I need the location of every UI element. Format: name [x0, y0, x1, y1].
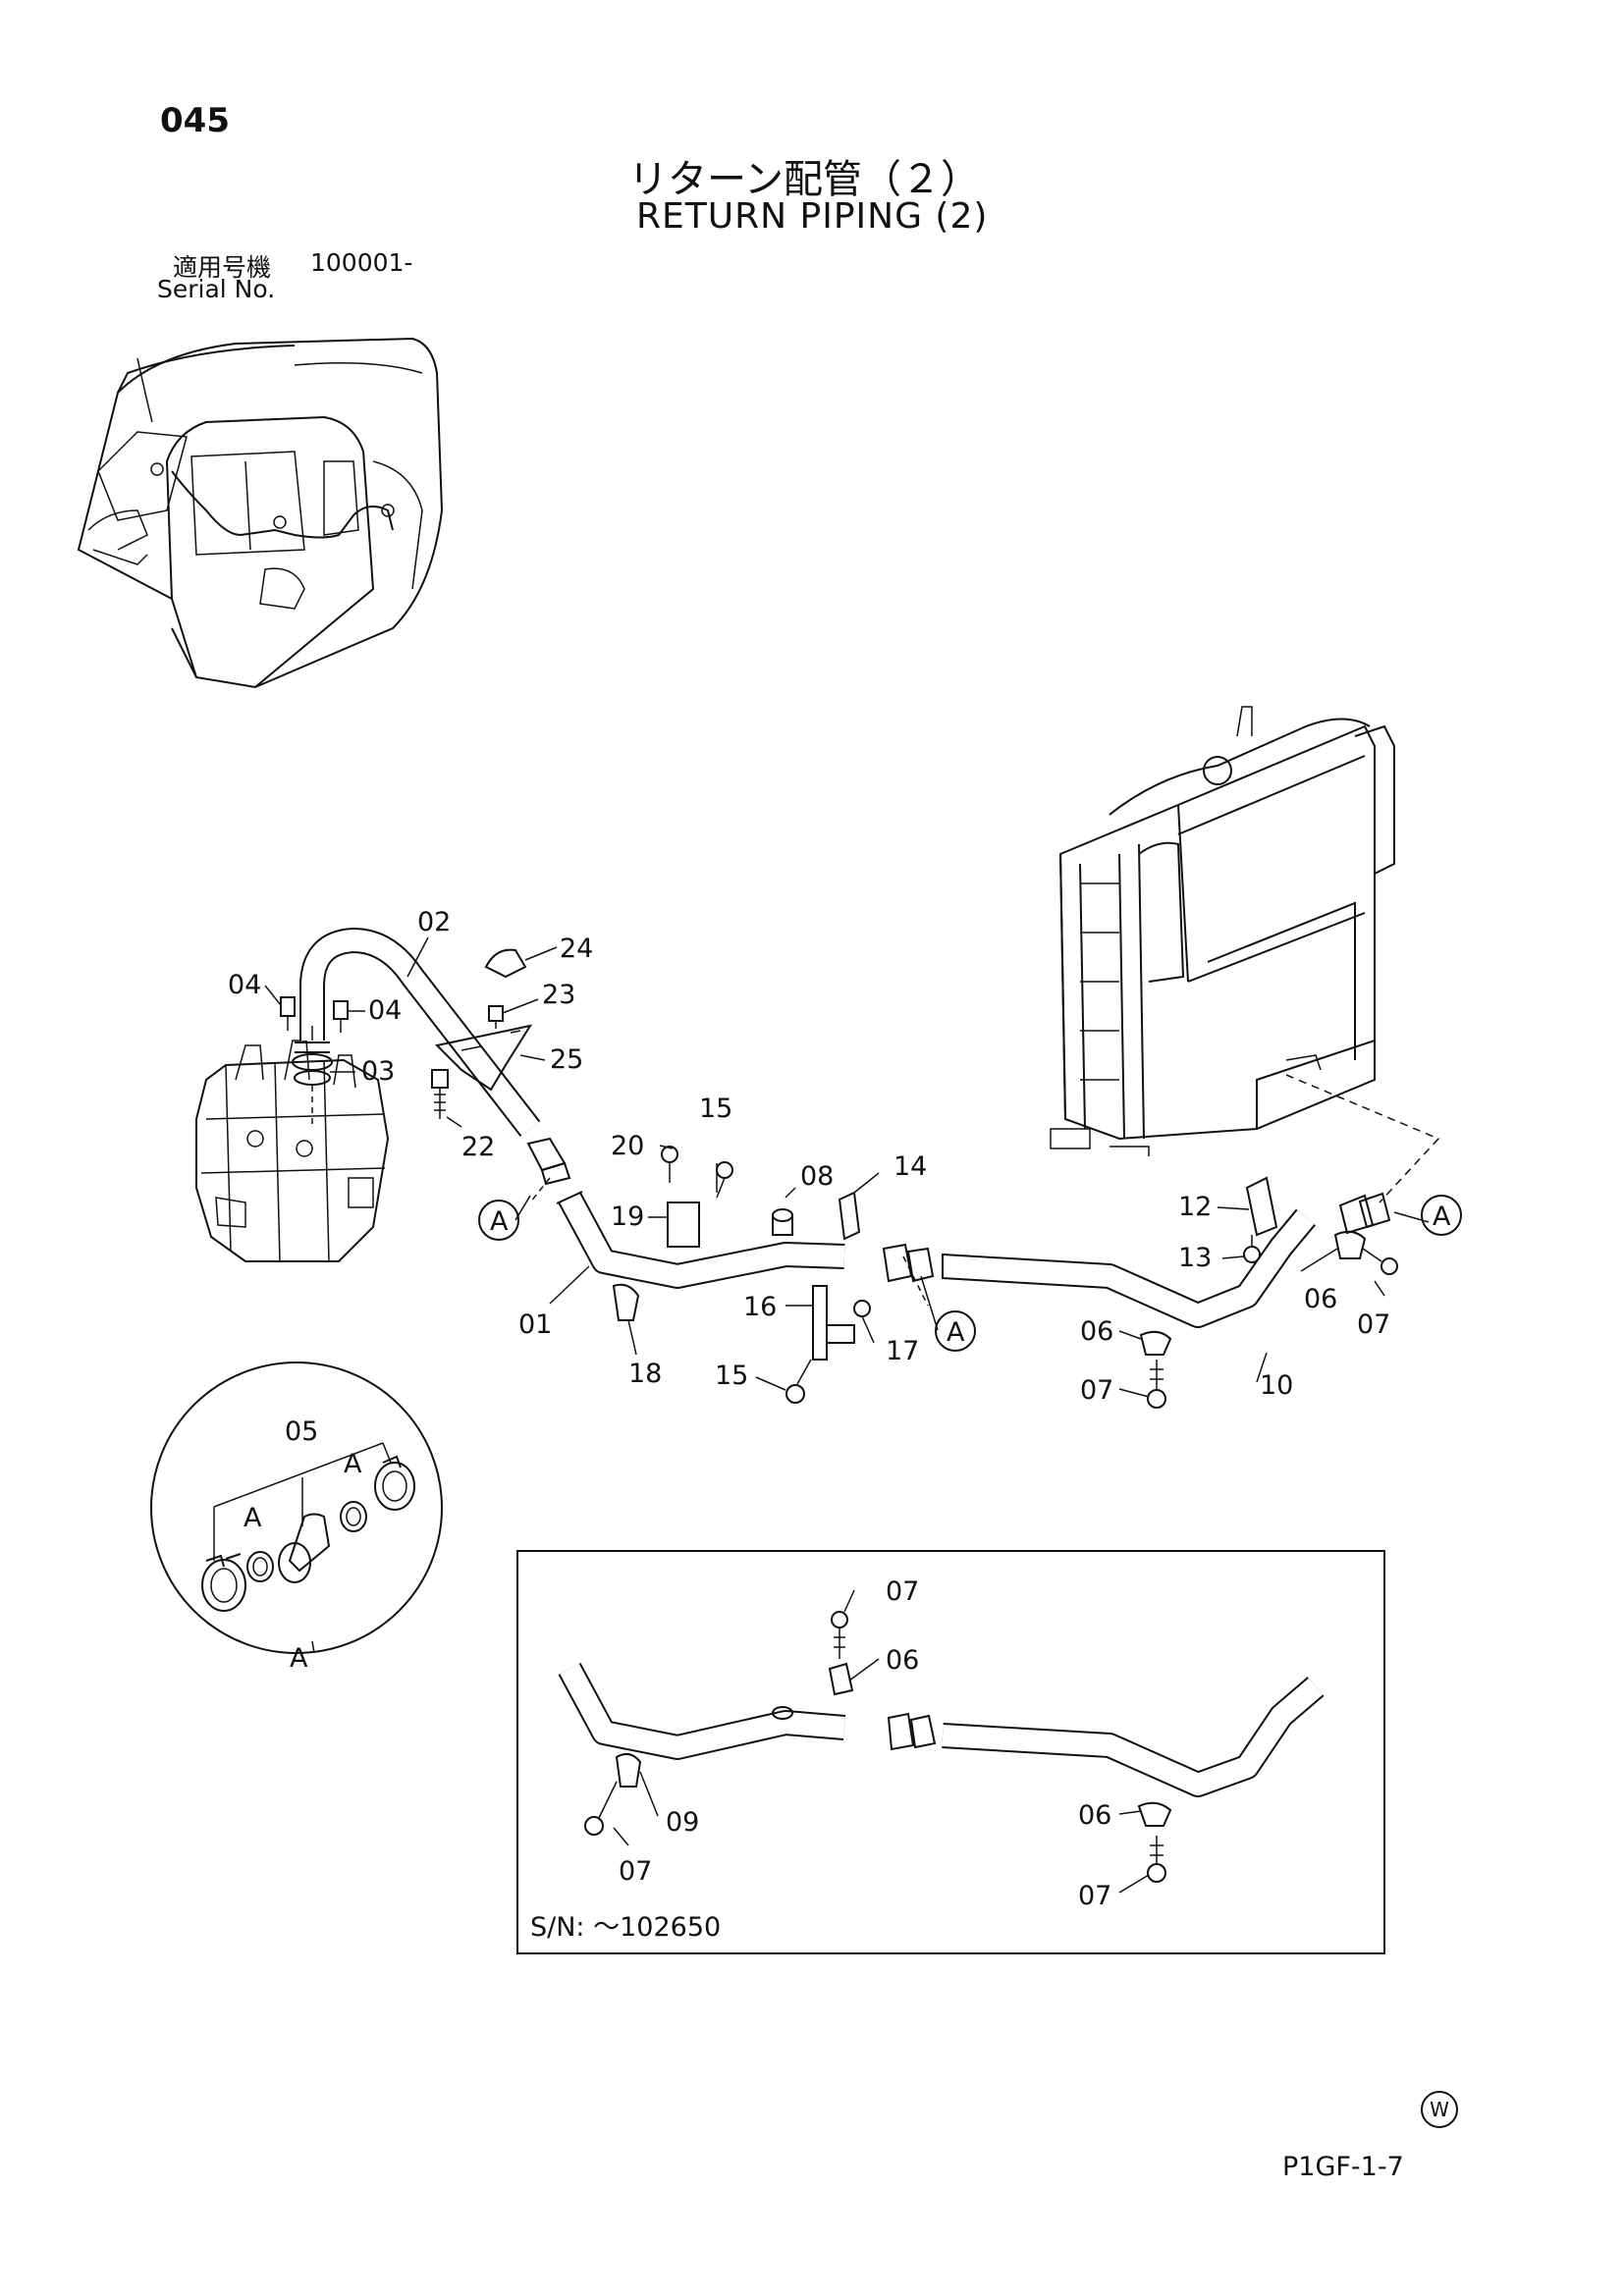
control-valve-illustration: [195, 1040, 390, 1262]
part-22-bolt: [431, 1069, 449, 1119]
part-02-return-pipe: [292, 928, 541, 1137]
part-07-bolt-right: [1362, 1248, 1398, 1275]
part-03-o-ring: [294, 1070, 331, 1086]
page-number: 045: [160, 101, 230, 140]
excavator-overview-illustration: [77, 337, 444, 689]
detail-a-leader-lines: [213, 1442, 392, 1561]
assembly-leader-radiator: [1285, 1074, 1440, 1203]
variant-pipe-right: [942, 1677, 1325, 1797]
hose-coupling-center: [882, 1243, 935, 1283]
detail-a-coupling-parts: [201, 1455, 415, 1612]
view-marker-a-center: [935, 1310, 976, 1352]
radiator-illustration: [1050, 706, 1395, 1156]
part-07-bolt-lower: [1147, 1360, 1166, 1409]
callout-14: 14: [893, 1151, 927, 1182]
callout-19: 19: [611, 1201, 644, 1232]
assembly-leader-center: [902, 1255, 929, 1307]
detail-a-label-left: A: [244, 1503, 262, 1533]
variant-clip-06-top: [828, 1662, 854, 1696]
part-13-bolt: [1243, 1235, 1261, 1263]
part-15-bolt-upper: [716, 1161, 733, 1199]
variant-bolt-07-right: [1147, 1836, 1166, 1883]
callout-07-lower: 07: [1080, 1375, 1113, 1406]
part-16-bracket: [812, 1285, 828, 1361]
view-marker-a-left: [478, 1200, 519, 1241]
variant-bolt-07-left: [584, 1781, 618, 1836]
callout-03: 03: [361, 1056, 395, 1087]
hose-coupling-a-left: [526, 1137, 571, 1186]
page-title-japanese: リターン配管（２）: [628, 157, 980, 202]
serial-number-value: 100001-: [310, 248, 413, 277]
page-code: P1GF-1-7: [1282, 2152, 1404, 2182]
callout-04-right: 04: [368, 995, 402, 1026]
callout-04-left: 04: [228, 970, 261, 1000]
part-06-clip-lower: [1139, 1330, 1172, 1356]
detail-a-caption: A: [290, 1643, 308, 1674]
view-marker-a-center-letter: A: [947, 1317, 965, 1348]
callout-24: 24: [560, 934, 593, 964]
detail-a-circle: [150, 1362, 443, 1654]
callout-25: 25: [550, 1044, 583, 1075]
callout-01: 01: [518, 1309, 552, 1340]
part-18-clip: [612, 1283, 640, 1321]
page-title-english: RETURN PIPING (2): [636, 196, 989, 237]
variant-detail-box: [516, 1550, 1385, 1954]
assembly-leader-left: [529, 1177, 551, 1203]
variant-coupling: [887, 1712, 937, 1751]
part-15-bolt-lower: [785, 1359, 812, 1404]
variant-callout-07-left: 07: [619, 1856, 652, 1887]
part-08-plug: [772, 1208, 793, 1236]
callout-18: 18: [628, 1359, 662, 1389]
copyright-mark: W: [1421, 2091, 1458, 2128]
callout-06-right: 06: [1304, 1284, 1337, 1314]
callout-16: 16: [743, 1292, 777, 1322]
serial-label-japanese: 適用号機: [173, 253, 272, 282]
callout-05: 05: [285, 1416, 318, 1447]
variant-callout-07-top: 07: [886, 1576, 919, 1607]
detail-a-label-right: A: [344, 1449, 362, 1479]
variant-serial-label: S/N: ～102650: [530, 1912, 721, 1943]
variant-callout-06-top: 06: [886, 1645, 919, 1676]
part-04-bolt-right: [333, 1000, 349, 1033]
part-25-bracket: [434, 1024, 533, 1092]
callout-15-lower: 15: [715, 1361, 748, 1391]
callout-23: 23: [542, 980, 575, 1010]
view-marker-a-right: [1421, 1195, 1462, 1236]
part-17-nut: [853, 1300, 871, 1317]
callout-15-upper: 15: [699, 1094, 732, 1124]
hose-coupling-a-right: [1338, 1192, 1391, 1235]
view-marker-a-right-letter: A: [1433, 1201, 1451, 1232]
callout-08: 08: [800, 1161, 834, 1192]
variant-clip-09: [615, 1752, 642, 1788]
variant-pipe-left: [558, 1662, 846, 1760]
variant-clip-06-right: [1137, 1801, 1172, 1827]
variant-callout-06-right: 06: [1078, 1800, 1111, 1831]
part-16-bracket-plate: [827, 1324, 855, 1344]
callout-20: 20: [611, 1131, 644, 1161]
part-19-bracket: [667, 1201, 700, 1248]
callout-12: 12: [1178, 1192, 1212, 1222]
callout-17: 17: [886, 1336, 919, 1366]
part-04-bolt-left: [280, 996, 296, 1031]
callout-06-lower: 06: [1080, 1316, 1113, 1347]
serial-label-english: Serial No.: [157, 275, 276, 303]
callout-02: 02: [417, 907, 451, 937]
variant-callout-09: 09: [666, 1807, 699, 1838]
part-12-bracket: [1245, 1176, 1278, 1237]
variant-callout-07-right: 07: [1078, 1881, 1111, 1911]
view-marker-a-left-letter: A: [490, 1206, 509, 1237]
callout-13: 13: [1178, 1243, 1212, 1273]
variant-bolt-07-top: [831, 1611, 848, 1659]
part-24-clamp: [484, 948, 527, 979]
callout-10: 10: [1260, 1370, 1293, 1401]
part-10-return-pipe: [942, 1208, 1316, 1328]
part-20-bolt: [661, 1146, 678, 1183]
callout-22: 22: [461, 1132, 495, 1162]
part-23-bolt: [488, 1005, 504, 1029]
callout-07-right: 07: [1357, 1309, 1390, 1340]
part-01-return-pipe: [556, 1191, 845, 1289]
part-06-clip-right: [1333, 1230, 1367, 1259]
part-14-clip: [838, 1191, 861, 1241]
